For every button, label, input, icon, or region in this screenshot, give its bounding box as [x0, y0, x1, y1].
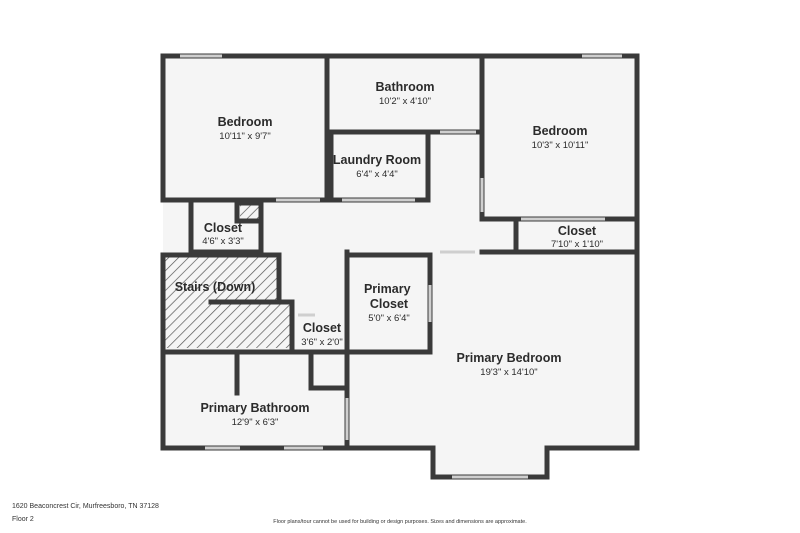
room-name-primary-bathroom: Primary Bathroom [200, 401, 309, 415]
disclaimer-text: Floor plans/tour cannot be used for buil… [273, 519, 527, 525]
primary-closet-line-2: Closet [370, 297, 409, 311]
primary-closet-line-1: Primary [364, 282, 411, 296]
address-label: 1620 Beaconcrest Cir, Murfreesboro, TN 3… [12, 503, 159, 510]
room-dims-primary-bedroom: 19'3" x 14'10" [480, 367, 537, 378]
room-labels: Bedroom 10'11" x 9'7" Bathroom 10'2" x 4… [175, 80, 603, 428]
room-name-bathroom: Bathroom [375, 80, 434, 94]
room-dims-primary-closet: 5'0" x 6'4" [368, 313, 410, 324]
room-name-stairs: Stairs (Down) [175, 280, 256, 294]
room-name-bedroom-2: Bedroom [533, 124, 588, 138]
room-name-bedroom-1: Bedroom [218, 115, 273, 129]
room-name-primary-closet: Primary Closet [364, 282, 414, 311]
room-dims-laundry: 6'4" x 4'4" [356, 169, 398, 180]
room-name-closet-3: Closet [303, 321, 342, 335]
room-name-laundry: Laundry Room [333, 153, 421, 167]
room-name-closet-2: Closet [558, 224, 597, 238]
room-dims-closet-1: 4'6" x 3'3" [202, 236, 244, 247]
room-dims-bathroom: 10'2" x 4'10" [379, 96, 431, 107]
room-name-closet-1: Closet [204, 221, 243, 235]
windows [180, 54, 622, 479]
room-dims-closet-2: 7'10" x 1'10" [551, 239, 603, 250]
floor-label: Floor 2 [12, 516, 34, 523]
room-dims-bedroom-2: 10'3" x 10'11" [532, 140, 589, 151]
room-dims-primary-bathroom: 12'9" x 6'3" [232, 417, 279, 428]
room-dims-bedroom-1: 10'11" x 9'7" [219, 131, 270, 142]
room-dims-closet-3: 3'6" x 2'0" [301, 337, 343, 348]
room-name-primary-bedroom: Primary Bedroom [457, 351, 562, 365]
